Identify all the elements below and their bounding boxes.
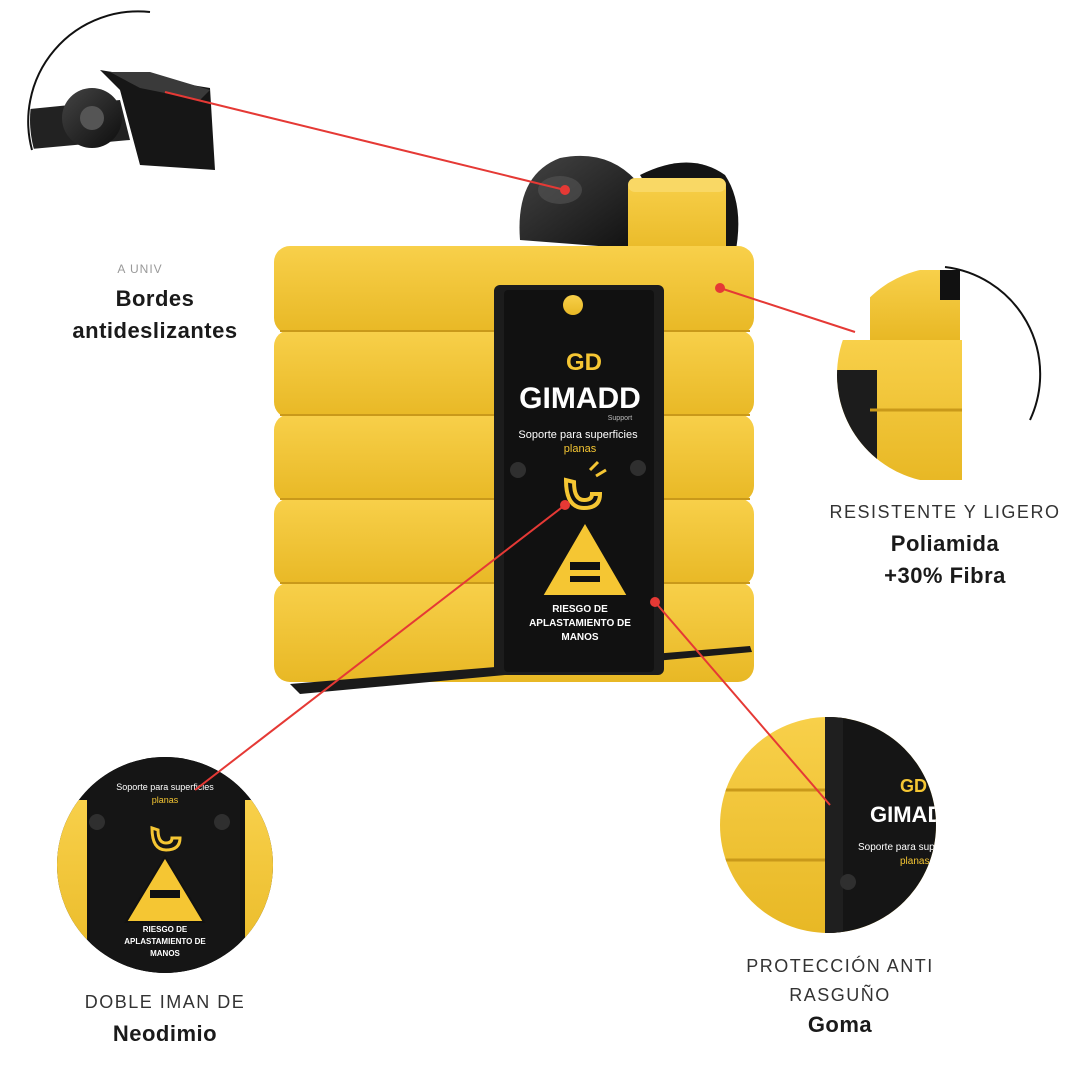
zoom-warning-line2: APLASTAMIENTO DE (124, 937, 206, 946)
brand-name: GIMADD (519, 382, 641, 415)
feature-rubber-sub1: PROTECCIÓN ANTI (746, 956, 934, 976)
product-line1: Soporte para superficies (518, 429, 638, 441)
magnet-icon (563, 460, 607, 511)
feature-magnet-main: Neodimio (112, 1021, 218, 1046)
feature-magnet-sub: DOBLE IMAN DE (84, 992, 246, 1012)
product-line2: planas (564, 443, 597, 455)
zoom-circle-edge (837, 266, 1053, 483)
faded-label-text: A UNIV (117, 262, 163, 276)
feature-magnet: DOBLE IMAN DE Neodimio (50, 992, 280, 1047)
warning-line1: RIESGO DE (552, 604, 608, 615)
brand-tagline: Support (608, 415, 633, 422)
zoom-circle-magnet: Soporte para superficies planas RIESGO D… (57, 757, 273, 973)
faded-label: A UNIV (70, 262, 210, 276)
zoom-warning-line3: MANOS (150, 949, 180, 958)
feature-antislip-line2: antideslizantes (72, 318, 238, 343)
feature-polyamide-line1: Poliamida (890, 531, 1000, 556)
feature-antislip-line1: Bordes (115, 286, 195, 311)
feature-polyamide: RESISTENTE Y LIGERO Poliamida +30% Fibra (820, 502, 1070, 589)
feature-rubber: PROTECCIÓN ANTI RASGUÑO Goma (720, 956, 960, 1038)
feature-antislip: Bordes antideslizantes (40, 286, 270, 344)
feature-polyamide-line2: +30% Fibra (884, 563, 1006, 588)
zoom-product-line1: Soporte para superficies (116, 782, 214, 792)
logo-mark: GD (566, 349, 602, 376)
crush-warning-icon (540, 520, 630, 597)
zoom-warning-line1: RIESGO DE (143, 925, 188, 934)
zoom-circle-rubber: GD GIMADD Soporte para superficies plana… (720, 717, 966, 933)
warning-line2: APLASTAMIENTO DE (529, 618, 631, 629)
zoom-logo-mark: GD (900, 776, 927, 796)
feature-rubber-sub2: RASGUÑO (789, 985, 891, 1005)
zoom-product-line2: planas (152, 795, 179, 805)
feature-polyamide-sub: RESISTENTE Y LIGERO (829, 502, 1061, 522)
zoom4-product-line1: Soporte para superficies (858, 842, 966, 853)
pointer-lines (164, 91, 856, 806)
warning-line3: MANOS (561, 632, 599, 643)
feature-rubber-main: Goma (807, 1012, 873, 1037)
zoom4-product-line2: planas (900, 856, 929, 867)
zoom-brand-name: GIMADD (870, 802, 959, 827)
zoom-circle-knob (27, 10, 250, 230)
clamp-device: GD GIMADD Support Soporte para superfici… (274, 155, 754, 694)
